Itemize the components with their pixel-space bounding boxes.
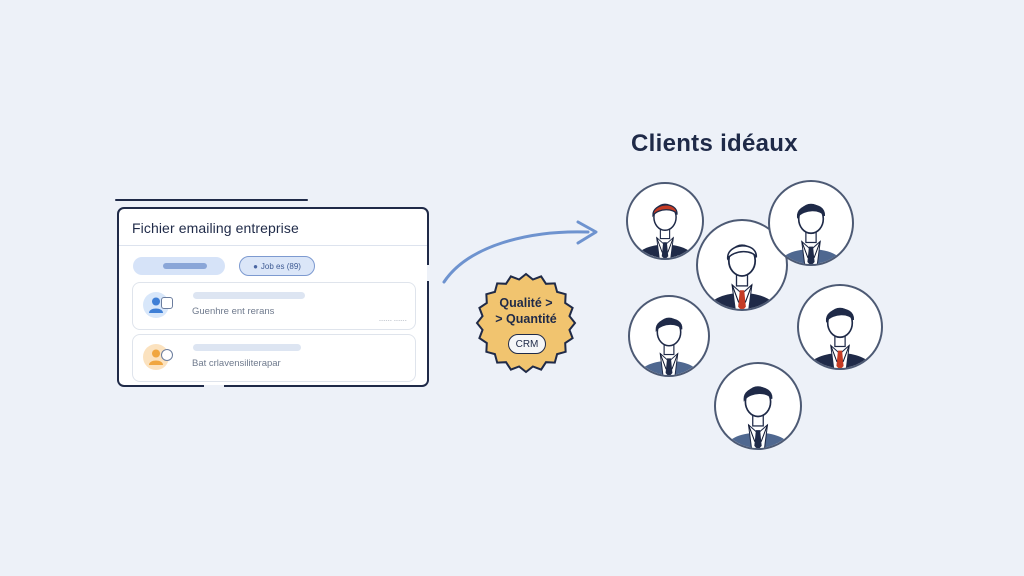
chat-icon	[161, 349, 173, 361]
user-small-icon: ●	[253, 261, 258, 271]
person-icon	[636, 203, 694, 258]
filter-pill-bar	[163, 263, 207, 269]
seal-icon	[475, 272, 577, 374]
quality-seal: Qualité > > Quantité CRM	[474, 271, 578, 375]
panel-title: Fichier emailing entreprise	[132, 220, 299, 236]
panel-top-line	[115, 199, 308, 201]
person-icon	[707, 244, 777, 309]
arrow-icon	[442, 220, 598, 284]
jobs-pill-label: Job es (89)	[260, 261, 301, 271]
row-text: Guenhre ent rerans	[192, 306, 275, 317]
email-file-panel: Fichier emailing entreprise ● Job es (89…	[117, 207, 429, 387]
contact-row[interactable]: Guenhre ent rerans ------ ------	[132, 282, 416, 330]
person-icon	[778, 203, 844, 264]
person-icon	[638, 317, 700, 375]
filter-pill[interactable]	[133, 257, 225, 275]
contact-row[interactable]: Bat crlavensiliterapar	[132, 334, 416, 382]
row-name-bar	[193, 292, 305, 299]
seal-line-1: Qualité >	[499, 296, 553, 310]
seal-line-2: > Quantité	[495, 312, 557, 326]
person-icon	[807, 307, 873, 368]
clients-title: Clients idéaux	[631, 130, 798, 157]
client-avatar	[797, 284, 883, 370]
client-avatar	[714, 362, 802, 450]
row-text: Bat crlavensiliterapar	[192, 358, 281, 369]
row-meta: ------ ------	[379, 318, 407, 324]
crm-badge: CRM	[508, 334, 546, 354]
id-card-icon	[161, 297, 173, 309]
panel-notch	[204, 385, 224, 389]
client-avatar	[768, 180, 854, 266]
client-avatar	[628, 295, 710, 377]
jobs-pill[interactable]: ● Job es (89)	[239, 256, 315, 276]
row-name-bar	[193, 344, 301, 351]
panel-divider	[119, 245, 427, 246]
person-icon	[725, 386, 791, 448]
client-avatar	[626, 182, 704, 260]
panel-notch	[427, 265, 431, 281]
